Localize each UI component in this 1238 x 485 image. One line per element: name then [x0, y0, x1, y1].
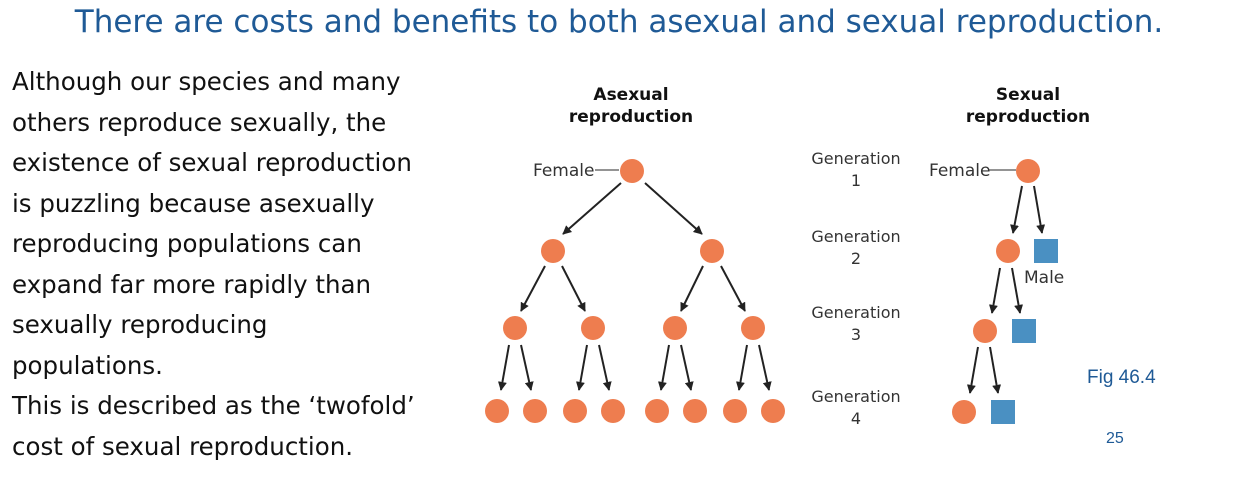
asexual-arrow — [598, 344, 612, 391]
body-line: expand far more rapidly than — [12, 269, 372, 299]
generation-4-label: Generation — [811, 387, 900, 406]
asexual-female-gen4 — [761, 399, 785, 423]
body-line: cost of sexual reproduction. — [12, 431, 354, 461]
asexual-female-gen4 — [601, 399, 625, 423]
asexual-female-gen4 — [563, 399, 587, 423]
asexual-female-label: Female — [533, 161, 594, 181]
asexual-arrow — [520, 344, 534, 391]
asexual-female-gen2 — [541, 239, 565, 263]
body-line: sexually reproducing — [12, 310, 268, 339]
sexual-female-label: Female — [929, 161, 990, 181]
sexual-arrow — [1033, 185, 1046, 234]
generation-3-number: 3 — [851, 325, 861, 344]
asexual-arrow — [680, 344, 694, 391]
sexual-heading-line1: Sexual — [996, 85, 1060, 105]
asexual-female-gen3 — [503, 316, 527, 340]
sexual-arrow — [988, 267, 1001, 314]
asexual-arrow — [520, 265, 546, 312]
asexual-arrow — [644, 182, 703, 235]
asexual-heading-line1: Asexual — [593, 85, 668, 105]
asexual-arrow — [680, 265, 704, 312]
sexual-male-label: Male — [1024, 268, 1064, 288]
generation-1-label: Generation — [811, 149, 900, 168]
asexual-female-gen4 — [523, 399, 547, 423]
sexual-female-gen1 — [1016, 159, 1040, 183]
body-line: Although our species and many — [12, 67, 401, 96]
sexual-arrow — [1011, 267, 1024, 314]
generation-1-number: 1 — [851, 171, 861, 190]
sexual-female-gen4 — [952, 400, 976, 424]
generation-2-number: 2 — [851, 249, 861, 268]
body-line: populations. — [12, 350, 163, 380]
sexual-female-gen3 — [973, 319, 997, 343]
figure-label: Fig 46.4 — [1087, 367, 1156, 388]
body-line: is puzzling because asexually — [12, 188, 375, 218]
asexual-arrow — [735, 344, 748, 391]
asexual-arrow — [562, 182, 622, 235]
sexual-arrow — [1010, 185, 1023, 234]
asexual-female-gen4 — [723, 399, 747, 423]
asexual-female-gen1 — [620, 159, 644, 183]
asexual-female-gen4 — [683, 399, 707, 423]
body-line: reproducing populations can — [12, 229, 362, 258]
generation-4-number: 4 — [851, 409, 861, 428]
asexual-arrow — [561, 265, 586, 312]
body-text: Although our species and many others rep… — [12, 62, 482, 467]
body-line: existence of sexual reproduction — [12, 148, 412, 177]
asexual-arrow — [575, 344, 588, 391]
sexual-female-gen2 — [996, 239, 1020, 263]
body-line: others reproduce sexually, the — [12, 107, 387, 137]
asexual-female-gen4 — [485, 399, 509, 423]
asexual-arrow — [657, 344, 670, 391]
asexual-female-gen2 — [700, 239, 724, 263]
sexual-male-gen2 — [1034, 239, 1058, 263]
sexual-heading-line2: reproduction — [966, 107, 1090, 127]
asexual-female-gen4 — [645, 399, 669, 423]
sexual-male-gen4 — [991, 400, 1015, 424]
page-number: 25 — [1106, 430, 1124, 447]
generation-2-label: Generation — [811, 227, 900, 246]
slide-title: There are costs and benefits to both ase… — [74, 4, 1164, 40]
asexual-arrow — [758, 344, 772, 391]
sexual-male-gen3 — [1012, 319, 1036, 343]
asexual-arrow — [497, 344, 510, 391]
asexual-female-gen3 — [663, 316, 687, 340]
asexual-heading-line2: reproduction — [569, 107, 693, 127]
body-line: This is described as the ‘twofold’ — [12, 391, 415, 420]
sexual-arrow — [989, 346, 1002, 394]
asexual-female-gen3 — [741, 316, 765, 340]
sexual-arrow — [966, 346, 979, 394]
asexual-arrow — [720, 265, 746, 312]
asexual-female-gen3 — [581, 316, 605, 340]
generation-3-label: Generation — [811, 303, 900, 322]
